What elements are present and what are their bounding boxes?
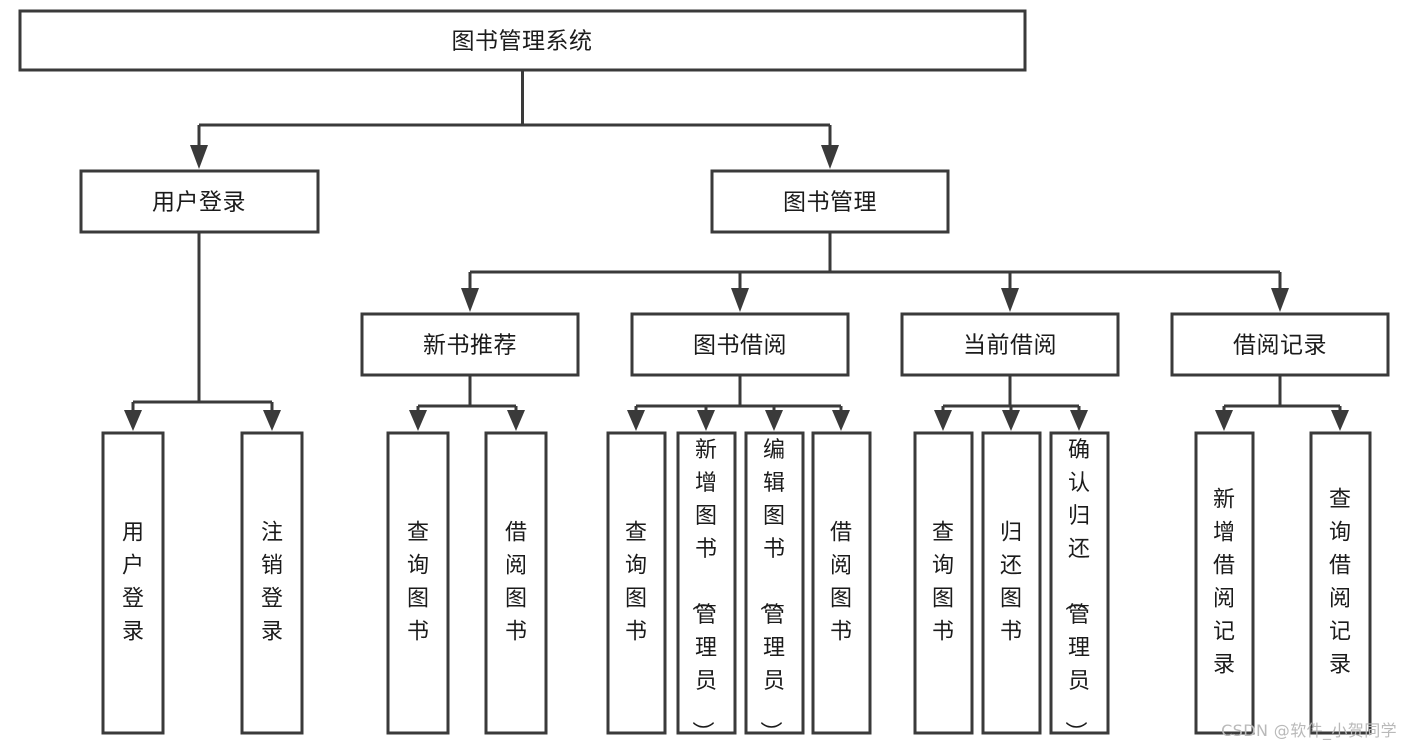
leaf-br-query-record-box[interactable] [1309, 431, 1372, 735]
arrowhead-to-leaf-bb-query [627, 410, 645, 431]
leaf-cb-query-book-label: 查询图书 [932, 521, 954, 645]
node-new-book-recommend-box[interactable] [360, 312, 580, 377]
node-book-borrow[interactable]: 图书借阅 [630, 312, 850, 377]
node-borrow-record[interactable]: 借阅记录 [1170, 312, 1390, 377]
node-borrow-record-box[interactable] [1170, 312, 1390, 377]
leaf-cb-confirm-return-admin[interactable]: 确认归还（管理员） [1049, 431, 1110, 743]
leaf-user-login-label: 用户登录 [122, 521, 144, 645]
node-user-login-box[interactable] [79, 169, 320, 234]
leaf-bb-add-book-admin-box[interactable] [676, 431, 737, 735]
arrowhead-to-leaf-nb-query [409, 410, 427, 431]
leaf-br-query-record[interactable]: 查询借阅记录 [1309, 431, 1372, 735]
leaf-cb-query-book[interactable]: 查询图书 [913, 431, 974, 735]
node-root-label: 图书管理系统 [452, 29, 593, 55]
leaf-bb-query-book-label: 查询图书 [625, 521, 647, 645]
leaf-bb-add-book-admin[interactable]: 新增图书（管理员） [676, 431, 737, 743]
leaf-user-login[interactable]: 用户登录 [101, 431, 165, 735]
leaf-cb-confirm-return-admin-box[interactable] [1049, 431, 1110, 735]
leaf-logout-box[interactable] [240, 431, 304, 735]
leaf-bb-query-book[interactable]: 查询图书 [606, 431, 667, 735]
leaf-nb-borrow-book-box[interactable] [484, 431, 548, 735]
arrowhead-to-leaf-cb-query [934, 410, 952, 431]
arrowhead-to-current-borrow [1001, 288, 1019, 312]
node-root-box[interactable] [18, 9, 1027, 72]
arrowhead-to-leaf-logout [263, 410, 281, 431]
leaf-bb-edit-book-admin-box[interactable] [744, 431, 805, 735]
leaf-br-add-record-box[interactable] [1194, 431, 1255, 735]
arrowhead-to-borrow-book [731, 288, 749, 312]
arrowhead-to-leaf-bb-edit [765, 410, 783, 431]
leaf-bb-add-book-admin-label: 新增图书（管理员） [689, 438, 717, 743]
leaf-logout-label: 注销登录 [261, 521, 283, 645]
node-user-login-label: 用户登录 [152, 190, 246, 216]
leaf-bb-edit-book-admin-label: 编辑图书（管理员） [757, 438, 785, 743]
arrowhead-to-leaf-user-login [124, 410, 142, 431]
node-root-system[interactable]: 图书管理系统 [18, 9, 1027, 72]
node-book-manage[interactable]: 图书管理 [710, 169, 950, 234]
node-book-borrow-label: 图书借阅 [693, 333, 787, 359]
node-new-book-recommend-label: 新书推荐 [423, 333, 517, 359]
arrowhead-layer [124, 145, 1349, 431]
node-current-borrow-box[interactable] [900, 312, 1120, 377]
leaf-nb-borrow-book[interactable]: 借阅图书 [484, 431, 548, 735]
arrowhead-to-leaf-br-query [1331, 410, 1349, 431]
arrowhead-to-new-book [461, 288, 479, 312]
leaf-cb-query-book-box[interactable] [913, 431, 974, 735]
arrowhead-to-leaf-bb-borrow [832, 410, 850, 431]
leaf-cb-confirm-return-admin-label: 确认归还（管理员） [1062, 438, 1090, 743]
leaf-cb-return-book-box[interactable] [981, 431, 1042, 735]
node-book-borrow-box[interactable] [630, 312, 850, 377]
arrowhead-to-leaf-bb-add [697, 410, 715, 431]
leaf-br-add-record[interactable]: 新增借阅记录 [1194, 431, 1255, 735]
node-current-borrow-label: 当前借阅 [963, 333, 1057, 359]
arrowhead-to-book-manage [821, 145, 839, 169]
node-new-book-recommend[interactable]: 新书推荐 [360, 312, 580, 377]
node-book-manage-box[interactable] [710, 169, 950, 234]
leaf-nb-query-book-label: 查询图书 [407, 521, 429, 645]
arrowhead-to-user-login [190, 145, 208, 169]
leaf-cb-return-book-label: 归还图书 [1000, 521, 1022, 645]
arrowhead-to-leaf-nb-borrow [507, 410, 525, 431]
arrowhead-to-borrow-record [1271, 288, 1289, 312]
leaf-br-query-record-label: 查询借阅记录 [1329, 488, 1351, 678]
leaf-bb-query-book-box[interactable] [606, 431, 667, 735]
leaf-nb-query-book-box[interactable] [386, 431, 450, 735]
node-user-login[interactable]: 用户登录 [79, 169, 320, 234]
leaf-nb-borrow-book-label: 借阅图书 [505, 521, 527, 645]
node-current-borrow[interactable]: 当前借阅 [900, 312, 1120, 377]
leaf-bb-borrow-book-box[interactable] [811, 431, 872, 735]
leaf-user-login-box[interactable] [101, 431, 165, 735]
node-borrow-record-label: 借阅记录 [1233, 333, 1327, 359]
leaf-bb-borrow-book-label: 借阅图书 [830, 521, 852, 645]
leaf-cb-return-book[interactable]: 归还图书 [981, 431, 1042, 735]
leaf-logout[interactable]: 注销登录 [240, 431, 304, 735]
leaf-bb-edit-book-admin[interactable]: 编辑图书（管理员） [744, 431, 805, 743]
arrowhead-to-leaf-br-add [1215, 410, 1233, 431]
arrowhead-to-leaf-cb-return [1002, 410, 1020, 431]
node-book-manage-label: 图书管理 [783, 190, 877, 216]
leaf-nb-query-book[interactable]: 查询图书 [386, 431, 450, 735]
leaf-br-add-record-label: 新增借阅记录 [1213, 488, 1235, 678]
leaf-bb-borrow-book[interactable]: 借阅图书 [811, 431, 872, 735]
arrowhead-to-leaf-cb-confirm [1070, 410, 1088, 431]
